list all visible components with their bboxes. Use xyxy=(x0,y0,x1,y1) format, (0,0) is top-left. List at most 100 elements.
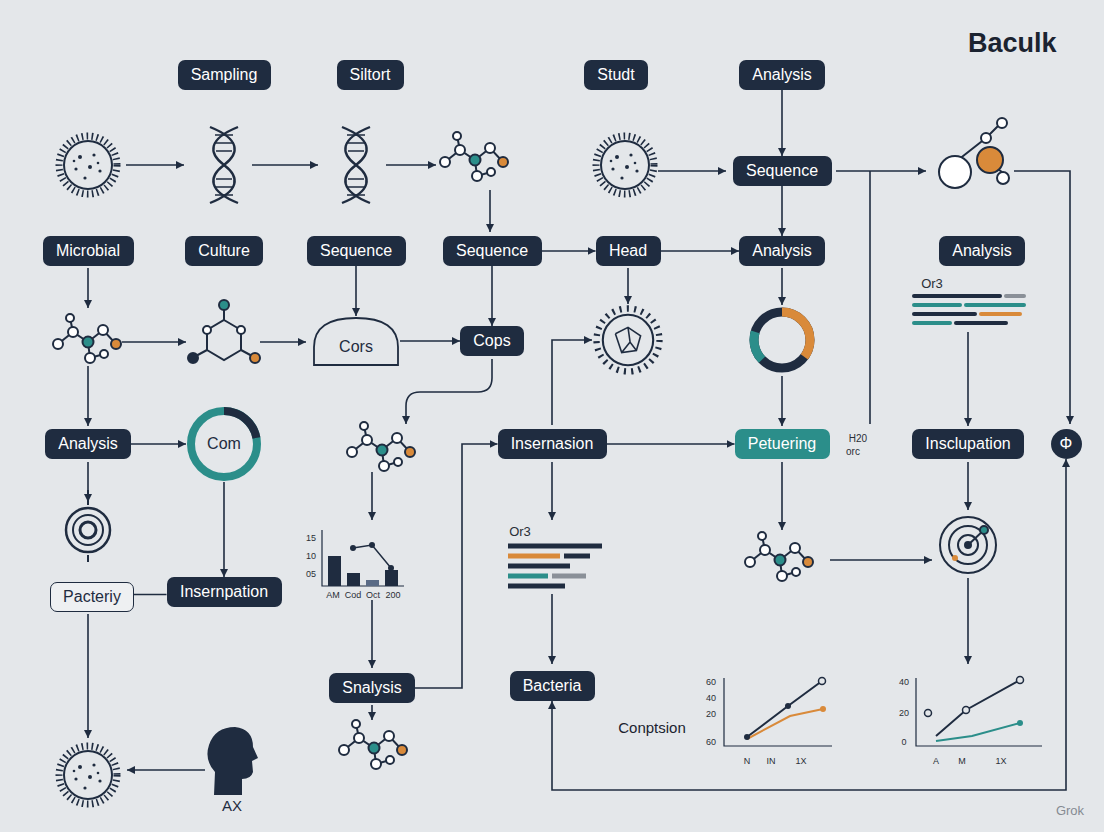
process-box: Sequence xyxy=(307,236,406,266)
node-label: Snalysis xyxy=(342,679,402,697)
hexagon-molecule-icon xyxy=(188,300,260,363)
molecule-icon xyxy=(339,720,407,769)
node-label: Φ xyxy=(1060,435,1073,453)
flow-arrow xyxy=(88,165,1070,770)
process-box: Sequence xyxy=(443,236,542,266)
node-label: Petuering xyxy=(748,435,817,453)
molecule-icon xyxy=(440,132,508,181)
chart-label: A xyxy=(933,756,939,766)
chart-label: 10 xyxy=(306,551,316,561)
microbe-icon xyxy=(59,136,117,194)
node-label: Analysis xyxy=(58,435,118,453)
process-box: Siltort xyxy=(337,60,404,90)
connector-arrow xyxy=(134,594,167,596)
chart-label: Oct xyxy=(366,590,380,600)
process-box: Studt xyxy=(584,60,648,90)
watermark: Grok xyxy=(1056,803,1084,818)
chart-label: Conptsion xyxy=(618,719,686,736)
outline-box: Pacteriy xyxy=(50,582,134,612)
line-chart-icon xyxy=(916,677,1042,747)
process-box: Cops xyxy=(460,326,524,356)
connector-arrow xyxy=(542,250,596,252)
node-label: Pacteriy xyxy=(63,588,121,606)
node-label: Insernasion xyxy=(511,435,594,453)
process-box: Bacteria xyxy=(510,671,595,701)
node-label: Cors xyxy=(339,338,373,356)
donut-chart-icon xyxy=(754,312,810,368)
connector-arrow xyxy=(781,186,783,236)
node-label: Siltort xyxy=(350,66,391,84)
chart-label: 60 xyxy=(706,677,716,687)
node-label: Com xyxy=(207,435,241,453)
connector-arrow xyxy=(400,340,460,342)
dna-icon xyxy=(210,127,370,203)
connector-arrow xyxy=(355,266,357,316)
chart-label: 0 xyxy=(901,737,906,747)
chart-label: 40 xyxy=(899,677,909,687)
ring-node: Com xyxy=(186,406,262,482)
process-box: Head xyxy=(596,236,661,266)
node-label: Insclupation xyxy=(925,435,1010,453)
process-box: Analysis xyxy=(939,236,1025,266)
virus-icon xyxy=(597,309,660,372)
node-label: Sequence xyxy=(746,162,818,180)
process-box: Sequence xyxy=(733,156,832,186)
chart-label: 05 xyxy=(306,569,316,579)
node-label: Bacteria xyxy=(523,677,582,695)
connector-arrow xyxy=(131,443,186,445)
chart-label: 1X xyxy=(795,756,806,766)
bar-chart-icon xyxy=(322,530,404,586)
process-box: Insernasion xyxy=(498,429,607,459)
node-label: Microbial xyxy=(56,242,120,260)
node-label: Insernpation xyxy=(180,583,268,601)
node-label: Sequence xyxy=(456,242,528,260)
molecule-icon xyxy=(347,422,415,471)
connector-arrow xyxy=(661,250,740,252)
node-label: Cops xyxy=(473,332,510,350)
node-label: Sequence xyxy=(320,242,392,260)
chart-label: 1X xyxy=(995,756,1006,766)
node-label: Analysis xyxy=(752,242,812,260)
chart-label: 60 xyxy=(706,737,716,747)
chart-label: 20 xyxy=(899,708,909,718)
process-box: Analysis xyxy=(739,60,825,90)
connector-arrow xyxy=(491,266,493,326)
connector-arrow xyxy=(223,482,225,577)
chart-label: H20 xyxy=(849,433,867,444)
chart-label: Cod xyxy=(345,590,362,600)
microbe-icon xyxy=(59,746,117,804)
chart-label: 40 xyxy=(706,693,716,703)
connector-arrow xyxy=(781,90,783,156)
chart-label: 15 xyxy=(306,533,316,543)
process-box: Culture xyxy=(185,236,263,266)
process-box: Insclupation xyxy=(912,429,1024,459)
molecule-icon xyxy=(53,314,121,363)
node-label: Analysis xyxy=(752,66,812,84)
bar-lines-icon xyxy=(508,546,602,586)
process-box: Snalysis xyxy=(329,673,415,703)
radar-icon xyxy=(940,517,996,573)
chart-label: 20 xyxy=(706,709,716,719)
process-box: Analysis xyxy=(45,429,131,459)
text-lines-icon xyxy=(914,296,1024,323)
process-box: Analysis xyxy=(739,236,825,266)
diagram-title: Baculk xyxy=(968,28,1057,59)
molecule-cluster-icon xyxy=(939,118,1009,188)
node-label: Sampling xyxy=(191,66,258,84)
chart-label: 200 xyxy=(385,590,400,600)
branch-line xyxy=(869,171,871,424)
symbol-circle: Φ xyxy=(1051,429,1082,459)
chart-label: AX xyxy=(222,797,242,814)
node-label: Studt xyxy=(597,66,634,84)
chart-label: Or3 xyxy=(509,524,531,539)
node-label: Analysis xyxy=(952,242,1012,260)
microbe-icon xyxy=(596,136,654,194)
head-silhouette xyxy=(207,727,258,795)
chart-label: N xyxy=(744,756,751,766)
node-label: Culture xyxy=(198,242,250,260)
chart-label: AM xyxy=(326,590,340,600)
chart-label: orc xyxy=(846,446,860,457)
process-box: Microbial xyxy=(43,236,134,266)
process-box: Sampling xyxy=(178,60,271,90)
